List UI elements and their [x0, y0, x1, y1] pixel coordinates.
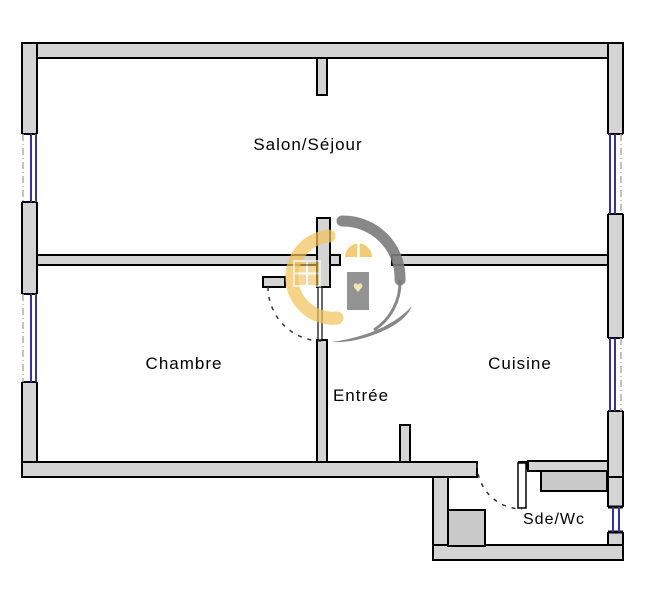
wall-entree-stub: [399, 424, 411, 463]
logo-heart-icon: ♥: [353, 281, 364, 295]
wall-bottom-right: [527, 460, 609, 472]
logo-gray-arc-icon: [336, 215, 406, 286]
windows: [20, 133, 625, 534]
shower-tray: [447, 509, 486, 547]
wall-ext-bottom: [432, 544, 624, 561]
room-label-entree: Entrée: [332, 386, 390, 405]
logo-yellow-arc-icon: [285, 229, 344, 325]
room-label-chambre: Chambre: [145, 354, 223, 373]
agency-heart-logo: ♥: [285, 215, 412, 343]
window-left-lower: [20, 293, 39, 383]
logo-fanlight-icon: [345, 243, 372, 258]
room-label-sdewc: Sde/Wc: [522, 511, 586, 528]
window-right-upper: [606, 133, 625, 215]
room-label-cuisine: Cuisine: [488, 354, 552, 373]
wall-chambre-jamb: [262, 276, 286, 288]
logo-gray-swoosh-icon: [332, 306, 412, 343]
logo-window-grid-icon: [293, 260, 321, 287]
window-sdewc: [606, 505, 625, 534]
wall-top-stub: [316, 57, 328, 96]
wall-center-lower: [316, 339, 328, 463]
wall-top: [21, 42, 624, 59]
fixtures: [447, 470, 608, 547]
closet-cabinet: [540, 470, 608, 492]
door-sdewc: [476, 461, 528, 510]
room-label-salon: Salon/Séjour: [253, 135, 363, 154]
window-left-upper: [20, 133, 39, 203]
window-right-lower: [606, 337, 625, 412]
door-chambre-arc: [267, 286, 323, 342]
wall-left: [21, 42, 38, 478]
wall-middle-left: [36, 254, 341, 266]
wall-middle-right: [391, 254, 609, 266]
door-sdewc-leaf: [517, 462, 527, 509]
logo-gray-arc-thin-icon: [373, 279, 402, 332]
door-sdewc-arc: [476, 463, 523, 510]
wall-bottom-left: [21, 461, 478, 478]
logo-door-icon: [347, 272, 369, 310]
